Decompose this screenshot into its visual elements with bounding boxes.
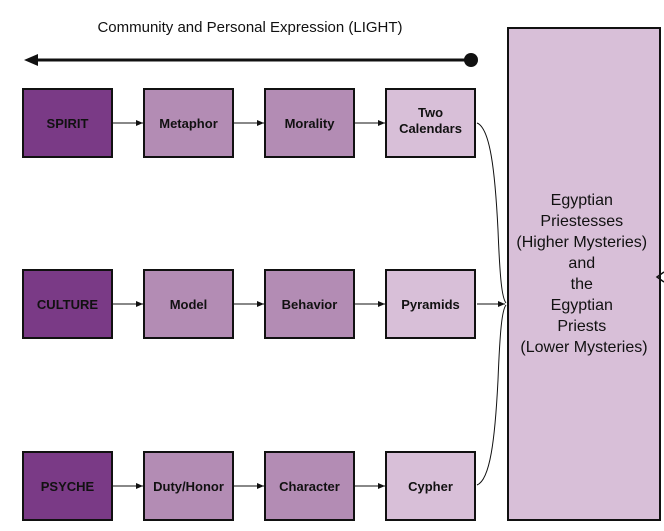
node-label: Metaphor [159, 116, 218, 131]
priests-box-text: Egyptian Priestesses (Higher Mysteries) … [516, 192, 651, 356]
diagram-title: Community and Personal Expression (LIGHT… [97, 19, 402, 36]
priests-box-line: the [571, 276, 593, 293]
priests-box-line: and [568, 255, 595, 272]
node-box [143, 269, 234, 339]
node-box [385, 451, 476, 521]
priests-box-line: Egyptian [551, 192, 613, 209]
node-label: Cypher [408, 479, 453, 494]
node-label: Model [170, 297, 208, 312]
light-arrow-head [24, 54, 38, 66]
node-box [22, 269, 113, 339]
priests-box-line: Priestesses [540, 213, 623, 230]
node-box [22, 88, 113, 158]
connector-row3 [476, 304, 507, 486]
priests-box-line: Priests [557, 318, 606, 335]
node-box [143, 88, 234, 158]
priests-box-line: (Higher Mysteries) [516, 234, 647, 251]
priests-box-line: Egyptian [551, 297, 613, 314]
node-label: Character [279, 479, 340, 494]
node-box [385, 88, 476, 158]
node-label: Pyramids [401, 297, 460, 312]
node-label: Behavior [282, 297, 338, 312]
node-label: Morality [285, 116, 336, 131]
connectors [476, 122, 507, 486]
node-label: SPIRIT [47, 116, 89, 131]
priests-box-line: (Lower Mysteries) [520, 339, 647, 356]
node-label: Duty/Honor [153, 479, 224, 494]
edge-arrow-tip [655, 271, 664, 283]
node-box [385, 269, 476, 339]
node-label: PSYCHE [41, 479, 95, 494]
diagram-row: CULTURE Model Behavior Pyramids [22, 269, 476, 339]
diagram-row: PSYCHE Duty/Honor Character Cypher [22, 451, 476, 521]
node-box [264, 269, 355, 339]
node-box [264, 451, 355, 521]
node-box [264, 88, 355, 158]
light-arrow [24, 53, 478, 67]
light-arrow-origin-dot [464, 53, 478, 67]
priests-box-rect [507, 27, 661, 521]
node-box [22, 451, 113, 521]
node-label: CULTURE [37, 297, 98, 312]
priests-box: Egyptian Priestesses (Higher Mysteries) … [507, 27, 661, 521]
connector-row1 [476, 122, 507, 304]
